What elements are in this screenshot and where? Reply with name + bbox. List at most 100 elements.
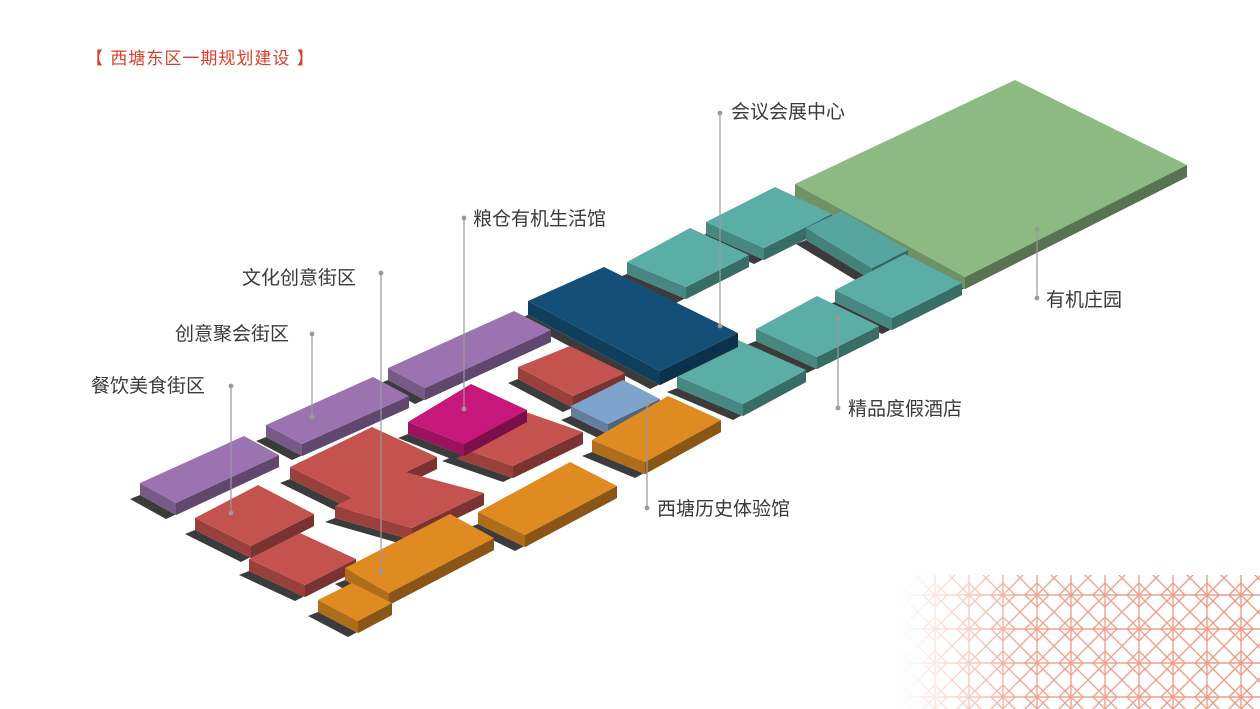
creative-red-f — [239, 533, 356, 601]
culture-orange-b — [468, 462, 617, 551]
hotel-block-a-side-face — [892, 283, 962, 330]
leader-lines — [228, 110, 1040, 575]
conference-block-c — [617, 228, 749, 303]
culture-orange-d-shadow — [308, 612, 392, 637]
culture-orange-d — [308, 583, 392, 637]
organic-farm-block-side-face — [965, 165, 1187, 289]
hotel-block-c-shadow — [667, 382, 806, 420]
culture-orange-b-front-face — [478, 512, 525, 547]
conference-block-c-side-face — [686, 255, 749, 299]
creative-red-d-front-face — [335, 506, 412, 540]
navy-block-front-face — [528, 301, 660, 385]
granary-block-top-face — [408, 384, 527, 444]
culture-orange-a-front-face — [592, 440, 645, 474]
leader-creative-gathering-end-dot — [309, 414, 315, 420]
food-street-purple-a-top-face — [388, 311, 551, 388]
leader-boutique-hotel-start-dot — [835, 315, 841, 321]
leader-food-street-end-dot — [228, 510, 234, 516]
label-granary-life-hall: 粮仓有机生活馆 — [473, 208, 606, 230]
history-museum-block-front-face — [571, 406, 608, 434]
creative-red-f-shadow — [239, 571, 356, 601]
hotel-block-c — [667, 340, 806, 420]
food-street-purple-c-front-face — [140, 483, 176, 515]
leader-culture-street-end-dot — [378, 569, 384, 575]
leader-boutique-hotel-end-dot — [835, 405, 841, 411]
conference-block-a-top-face — [706, 187, 832, 248]
creative-red-e-top-face — [195, 485, 314, 546]
conference-block-c-front-face — [627, 262, 686, 299]
creative-red-a-top-face — [518, 346, 625, 396]
creative-red-e-shadow — [185, 526, 314, 562]
creative-red-b-top-face — [452, 410, 583, 466]
creative-red-e-side-face — [251, 514, 314, 558]
culture-orange-a-top-face — [592, 396, 721, 462]
granary-block-side-face — [464, 410, 527, 456]
hotel-block-b-top-face — [756, 296, 879, 357]
creative-red-b-shadow — [442, 444, 583, 482]
label-organic-farm: 有机庄园 — [1046, 289, 1122, 311]
conference-block-c-top-face — [627, 228, 749, 287]
navy-block — [518, 267, 738, 389]
creative-red-a-front-face — [518, 367, 573, 408]
culture-orange-b-shadow — [468, 498, 617, 551]
food-street-purple-c-top-face — [140, 436, 279, 503]
organic-farm-block-top-face — [795, 80, 1187, 277]
food-street-purple-a-front-face — [388, 368, 425, 400]
leader-granary-end-dot — [461, 406, 467, 412]
hotel-block-a-front-face — [835, 290, 892, 330]
creative-red-c-front-face — [290, 467, 353, 510]
culture-orange-d-side-face — [358, 603, 392, 633]
food-street-purple-b-front-face — [266, 425, 302, 456]
conference-block-b-top-face — [806, 211, 908, 268]
leader-history-museum-end-dot — [644, 505, 650, 511]
food-street-purple-c — [130, 436, 279, 519]
food-street-purple-b-top-face — [266, 377, 409, 444]
history-museum-block-top-face — [571, 380, 660, 424]
creative-red-d-shadow — [325, 505, 484, 544]
history-museum-block-shadow — [561, 409, 660, 438]
leader-food-street-start-dot — [228, 383, 234, 389]
hotel-block-c-side-face — [743, 370, 806, 416]
culture-orange-a-shadow — [582, 432, 721, 478]
hotel-block-b — [746, 296, 879, 373]
hotel-block-b-side-face — [817, 326, 879, 369]
hotel-block-a-top-face — [835, 254, 962, 318]
leader-organic-farm-start-dot — [1034, 226, 1040, 232]
page-title: 【 西塘东区一期规划建设 】 — [86, 49, 315, 69]
conference-block-b-front-face — [806, 228, 872, 280]
hotel-block-c-front-face — [677, 376, 743, 416]
leader-granary-start-dot — [461, 215, 467, 221]
leader-culture-street-start-dot — [378, 270, 384, 276]
label-food-street: 餐饮美食街区 — [91, 375, 205, 397]
food-street-purple-b-side-face — [302, 396, 409, 456]
leader-history-museum-start-dot — [644, 401, 650, 407]
navy-block-side-face — [660, 333, 738, 385]
conference-block-c-shadow — [617, 267, 749, 303]
leader-conference-center-end-dot — [717, 323, 723, 329]
hotel-block-c-top-face — [677, 340, 806, 404]
navy-block-shadow — [518, 315, 738, 389]
culture-orange-c-side-face — [389, 538, 494, 605]
label-creative-gathering-street: 创意聚会街区 — [175, 323, 289, 345]
label-culture-creative-street: 文化创意街区 — [242, 267, 356, 289]
label-xitang-history-museum: 西塘历史体验馆 — [657, 498, 790, 520]
food-street-purple-c-side-face — [176, 455, 279, 515]
culture-orange-a-side-face — [645, 420, 721, 474]
leader-organic-farm-end-dot — [1034, 295, 1040, 301]
creative-red-f-side-face — [305, 559, 356, 597]
creative-red-f-front-face — [249, 559, 305, 597]
creative-red-a-shadow — [508, 379, 625, 412]
creative-red-c-top-face — [290, 427, 437, 498]
food-street-purple-a-side-face — [425, 330, 551, 400]
culture-orange-d-front-face — [318, 600, 358, 633]
label-conference-center: 会议会展中心 — [731, 101, 845, 123]
label-boutique-hotel: 精品度假酒店 — [848, 398, 962, 420]
creative-red-f-top-face — [249, 533, 356, 585]
creative-red-e-front-face — [195, 518, 251, 558]
culture-orange-c-front-face — [345, 568, 389, 605]
creative-red-e — [185, 485, 314, 562]
leader-conference-center-start-dot — [717, 110, 723, 116]
building-blocks — [130, 80, 1187, 637]
